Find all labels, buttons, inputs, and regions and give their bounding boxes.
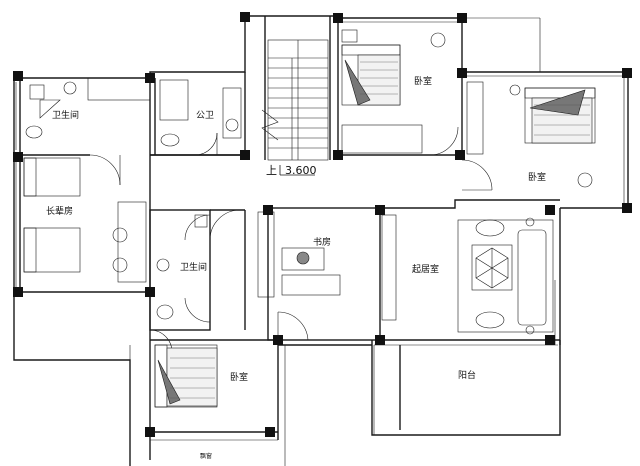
bed-hatch [170,61,590,399]
label-study: 书房 [313,236,331,248]
label-elder-room: 长辈房 [46,205,73,217]
label-bath-mid: 卫生间 [180,261,207,273]
window-lines [14,17,628,466]
stair-direction: 上 [266,164,277,177]
label-bedroom-top: 卧室 [414,75,432,87]
stair-annotation: 上 3.600 [266,164,317,177]
walls [13,15,629,466]
label-public-wc: 公卫 [196,110,214,121]
label-bath-topleft: 卫生间 [52,109,79,121]
label-balcony: 阳台 [458,369,476,381]
label-living: 起居室 [412,263,439,275]
room-labels: 卧室 卧室 卧室 卫生间 卫生间 公卫 长辈房 书房 起居室 阳台 飘窗 [46,75,546,460]
stair-elevation: 3.600 [285,164,317,177]
stair [261,39,329,176]
furniture [23,29,596,408]
label-bay-window: 飘窗 [200,452,212,460]
label-bedroom-bottom: 卧室 [230,371,248,383]
label-bedroom-right: 卧室 [528,171,546,183]
